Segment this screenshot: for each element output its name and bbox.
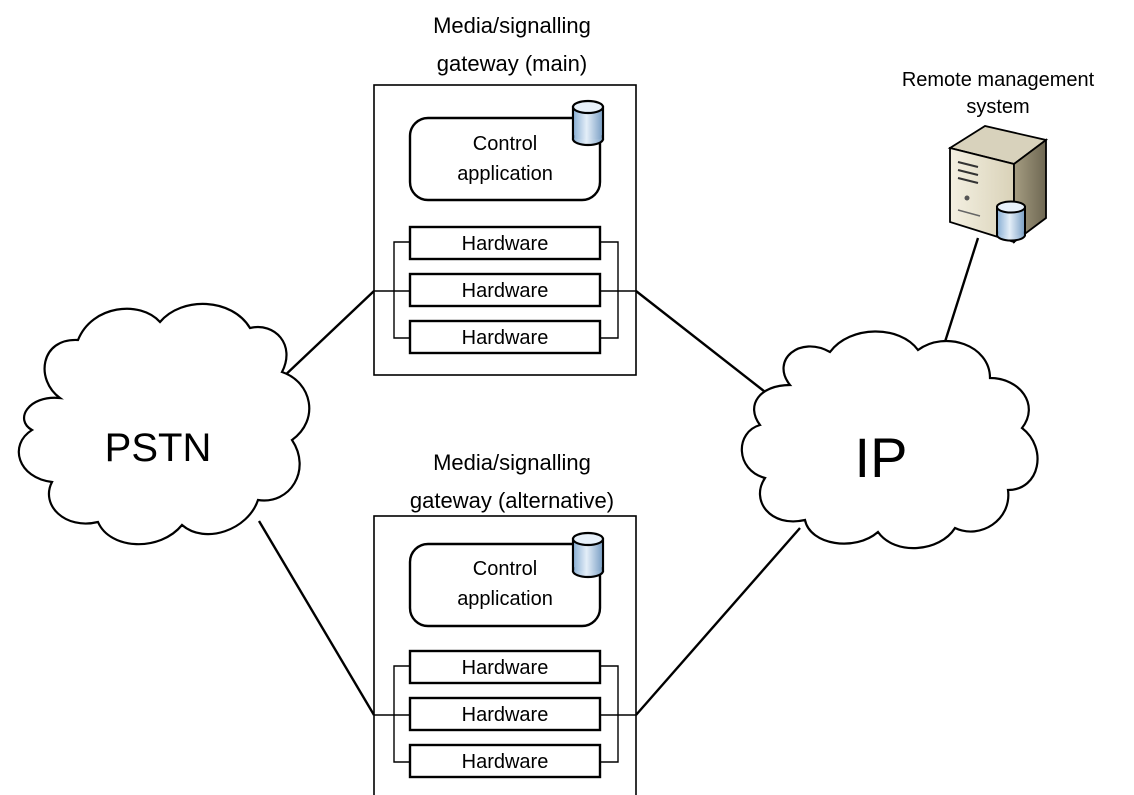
hardware-label: Hardware bbox=[462, 233, 549, 255]
gateway-alt-title-line1: Media/signalling bbox=[433, 450, 591, 475]
gateway-alt-title-line2: gateway (alternative) bbox=[410, 488, 614, 513]
gateway-main-title-line1: Media/signalling bbox=[433, 13, 591, 38]
gateway-main-title-line2: gateway (main) bbox=[437, 51, 587, 76]
management-label-line1: Remote management bbox=[902, 69, 1095, 91]
pstn-cloud: PSTN bbox=[17, 302, 311, 546]
control-main-line2: application bbox=[457, 163, 553, 185]
hardware-unit: Hardware bbox=[408, 649, 602, 685]
hardware-bus-main bbox=[374, 241, 636, 339]
control-alt-line1: Control bbox=[473, 558, 537, 580]
link-main-ip bbox=[635, 290, 770, 396]
ip-cloud: IP bbox=[740, 330, 1039, 550]
control-application-main: Control application bbox=[408, 99, 605, 202]
hardware-unit: Hardware bbox=[408, 225, 602, 261]
hardware-unit: Hardware bbox=[408, 319, 602, 355]
hardware-label: Hardware bbox=[462, 657, 549, 679]
hardware-label: Hardware bbox=[462, 280, 549, 302]
hardware-bus-alt bbox=[374, 665, 636, 763]
database-icon bbox=[571, 531, 605, 579]
database-icon bbox=[571, 99, 605, 147]
hardware-label: Hardware bbox=[462, 751, 549, 773]
gateway-main: Media/signalling gateway (main) Control … bbox=[373, 13, 637, 376]
hardware-unit: Hardware bbox=[408, 696, 602, 732]
hardware-label: Hardware bbox=[462, 327, 549, 349]
database-icon bbox=[996, 200, 1026, 242]
pstn-label: PSTN bbox=[105, 426, 212, 470]
hardware-unit: Hardware bbox=[408, 272, 602, 308]
control-main-line1: Control bbox=[473, 133, 537, 155]
link-alt-ip bbox=[635, 527, 801, 716]
management-label-line2: system bbox=[966, 96, 1029, 118]
hardware-label: Hardware bbox=[462, 704, 549, 726]
hardware-unit: Hardware bbox=[408, 743, 602, 779]
ip-label: IP bbox=[855, 426, 908, 489]
gateway-alternative: Media/signalling gateway (alternative) C… bbox=[373, 450, 637, 795]
server-icon bbox=[947, 125, 1049, 244]
remote-management-system: Remote management system bbox=[902, 69, 1095, 244]
link-pstn-alt bbox=[257, 520, 376, 716]
control-application-alt: Control application bbox=[408, 531, 605, 628]
control-alt-line2: application bbox=[457, 588, 553, 610]
